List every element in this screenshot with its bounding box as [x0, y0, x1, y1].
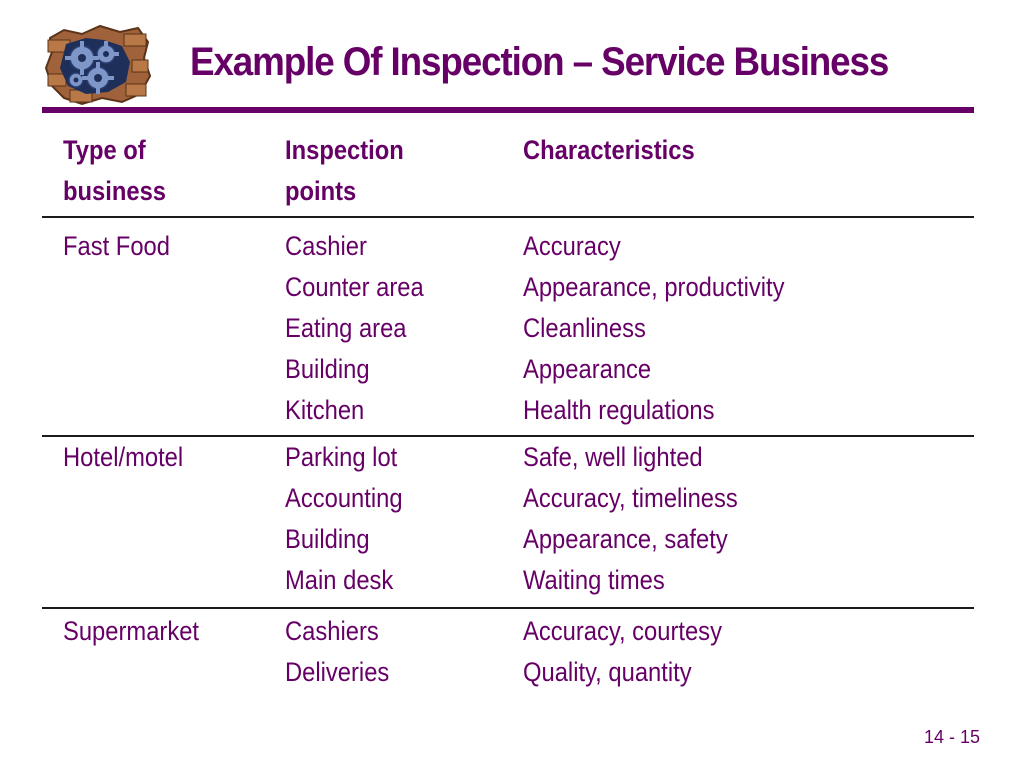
table-row-divider: [42, 216, 974, 218]
table-row-divider: [42, 435, 974, 437]
inspection-table: Type of business Inspection points Chara…: [42, 130, 974, 208]
inspection-points-cell: Parking lot Accounting Building Main des…: [285, 442, 403, 595]
title-divider: [42, 107, 974, 113]
table-header-row: Type of business Inspection points Chara…: [42, 130, 974, 208]
inspection-points-cell: Cashier Counter area Eating area Buildin…: [285, 231, 424, 425]
page-number: 14 - 15: [923, 727, 980, 747]
header-type-of-business: Type of business: [63, 135, 167, 206]
gears-logo-icon: [42, 24, 154, 108]
characteristics-cell: Accuracy, courtesy Quality, quantity: [523, 616, 722, 687]
table-row: Hotel/motel Parking lot Accounting Build…: [42, 437, 974, 601]
table-row-divider: [42, 607, 974, 609]
characteristics-cell: Safe, well lighted Accuracy, timeliness …: [523, 442, 738, 595]
type-of-business-cell: Hotel/motel: [63, 442, 184, 472]
table-row: Supermarket Cashiers Deliveries Accuracy…: [42, 611, 974, 693]
inspection-points-cell: Cashiers Deliveries: [285, 616, 390, 687]
header-characteristics: Characteristics: [523, 135, 695, 165]
table-row: Fast Food Cashier Counter area Eating ar…: [42, 226, 974, 431]
type-of-business-cell: Fast Food: [63, 231, 170, 261]
slide-title: Example Of Inspection – Service Business: [190, 40, 889, 84]
type-of-business-cell: Supermarket: [63, 616, 200, 646]
characteristics-cell: Accuracy Appearance, productivity Cleanl…: [523, 231, 785, 425]
header-inspection-points: Inspection points: [285, 135, 404, 206]
